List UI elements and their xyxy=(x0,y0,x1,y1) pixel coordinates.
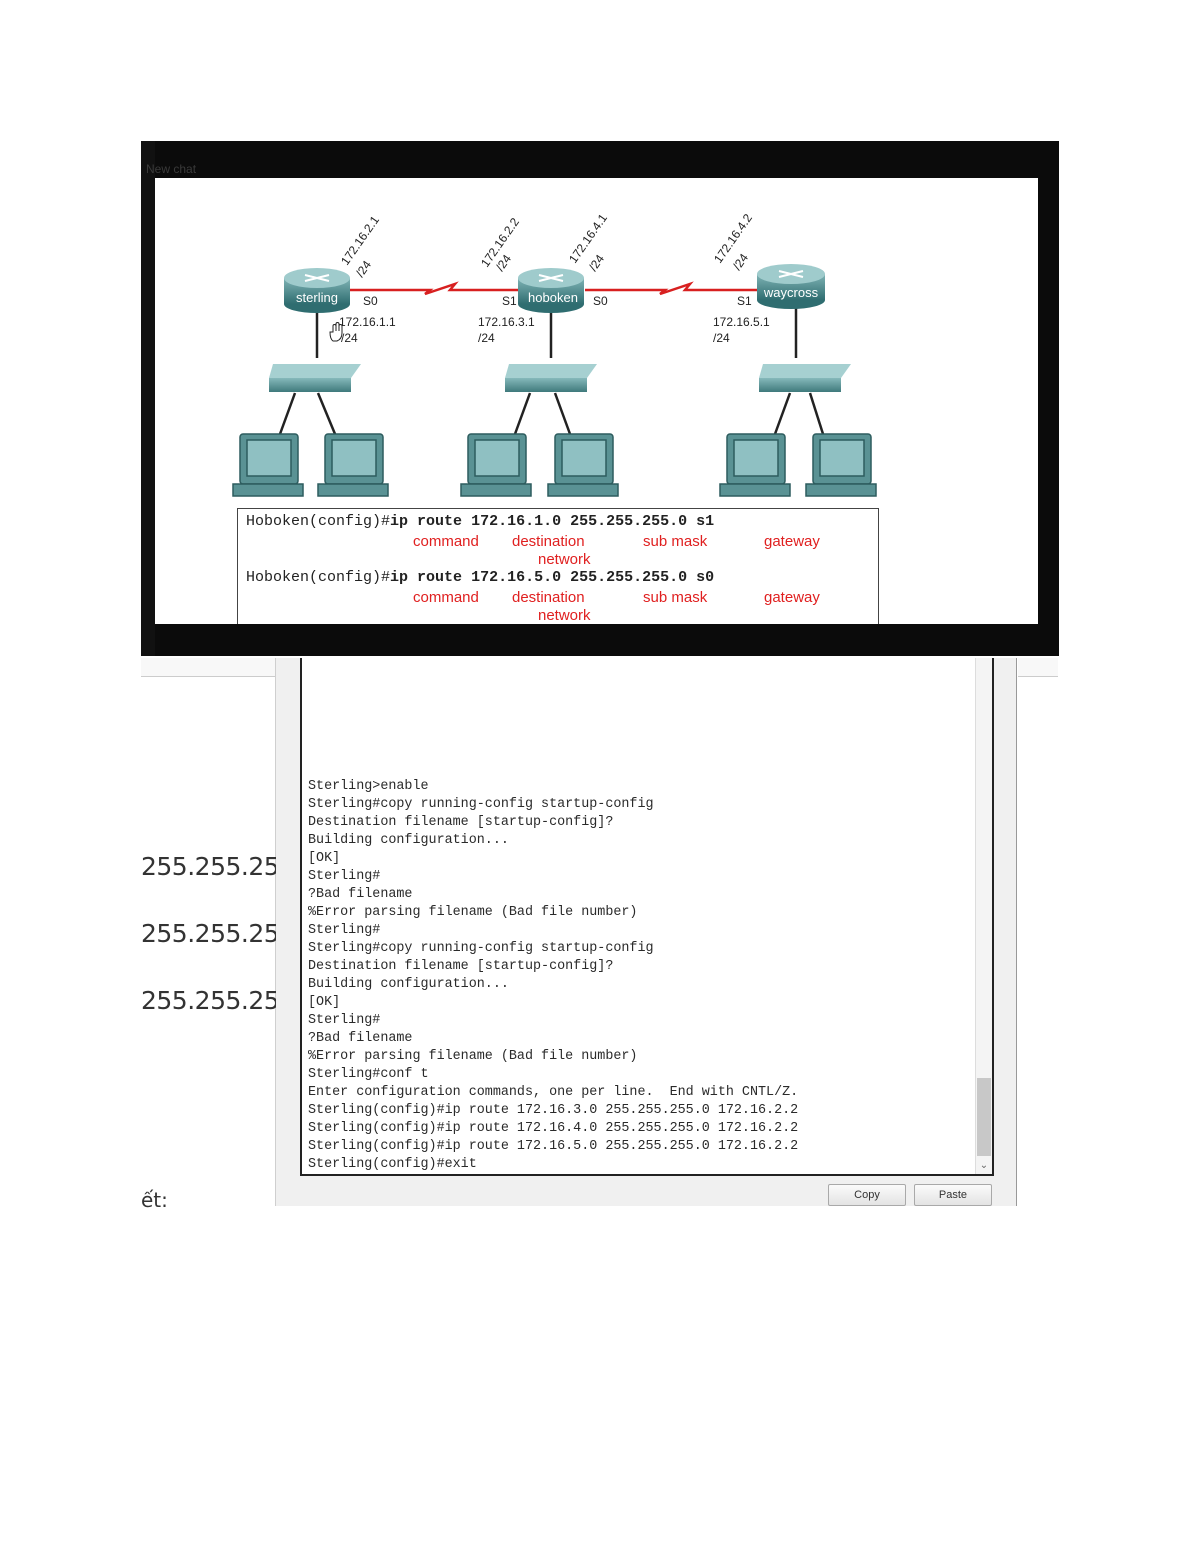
terminal-line: Destination filename [startup-config]? xyxy=(308,815,614,830)
label-command: command xyxy=(413,589,479,606)
document-ruler xyxy=(1018,658,1058,677)
switch-hoboken-icon xyxy=(505,364,597,392)
pc-icon xyxy=(460,433,532,497)
label-sub-mask: sub mask xyxy=(643,533,708,550)
serial-link-sterling-hoboken xyxy=(350,281,525,296)
terminal-line: [OK] xyxy=(308,995,341,1010)
switch-waycross-icon xyxy=(759,364,851,392)
router-name-waycross: waycross xyxy=(763,285,819,300)
document-mask-text: 255.255.25 xyxy=(141,986,280,1015)
scroll-thumb[interactable] xyxy=(977,1078,991,1156)
pc-icon xyxy=(805,433,877,497)
sterling-wan-ip: 172.16.2.1 xyxy=(338,213,382,268)
document-left-pane: 255.255.25 255.255.25 255.255.25 xyxy=(141,658,280,1206)
label-sub-mask: sub mask xyxy=(643,589,708,606)
pc-icon xyxy=(232,433,304,497)
waycross-lan-mask: /24 xyxy=(713,331,730,345)
router-name-hoboken: hoboken xyxy=(528,290,578,305)
waycross-lan-ip: 172.16.5.1 xyxy=(713,315,770,329)
label-gateway: gateway xyxy=(764,589,820,606)
document-right-pane xyxy=(1016,658,1059,1206)
copy-button[interactable]: Copy xyxy=(828,1184,906,1206)
label-command: command xyxy=(413,533,479,550)
waycross-s1-label: S1 xyxy=(737,294,752,308)
terminal-line: Sterling#conf t xyxy=(308,1067,429,1082)
sterling-lan-ip: 172.16.1.1 xyxy=(339,315,396,329)
router-name-sterling: sterling xyxy=(296,290,338,305)
terminal-line: Sterling(config)#exit xyxy=(308,1157,477,1172)
router-sterling-icon xyxy=(284,268,350,313)
document-text-fragment: ết: xyxy=(141,1188,168,1212)
pc-icon xyxy=(547,433,619,497)
network-diagram-slide: sterling hoboken waycross S0 S1 S0 S1 17… xyxy=(155,178,1038,624)
label-destination: destination xyxy=(512,533,585,550)
hoboken-wan-right-ip: 172.16.4.1 xyxy=(566,211,610,266)
pc-icon xyxy=(719,433,791,497)
terminal-line: Building configuration... xyxy=(308,833,509,848)
terminal-line: Sterling# xyxy=(308,923,381,938)
terminal-line: Building configuration... xyxy=(308,977,509,992)
terminal-line: Enter configuration commands, one per li… xyxy=(308,1085,799,1100)
scroll-down-arrow-icon[interactable]: ⌄ xyxy=(979,1160,989,1171)
hoboken-s1-label: S1 xyxy=(502,294,517,308)
label-gateway: gateway xyxy=(764,533,820,550)
serial-link-hoboken-waycross xyxy=(585,281,765,296)
pc-icon xyxy=(317,433,389,497)
terminal-line: Sterling(config)#ip route 172.16.5.0 255… xyxy=(308,1139,799,1154)
switch-sterling-icon xyxy=(269,364,361,392)
document-ruler xyxy=(141,658,275,677)
route-command-line-1: Hoboken(config)#ip route 172.16.1.0 255.… xyxy=(246,513,715,530)
terminal-line: %Error parsing filename (Bad file number… xyxy=(308,905,638,920)
waycross-wan-mask: /24 xyxy=(730,251,751,273)
route-command-box: Hoboken(config)#ip route 172.16.1.0 255.… xyxy=(237,508,879,624)
hand-cursor-icon xyxy=(329,322,343,342)
hoboken-wan-right-mask: /24 xyxy=(586,252,607,274)
terminal-line: [OK] xyxy=(308,851,341,866)
sterling-lan-mask: /24 xyxy=(341,331,358,345)
label-network: network xyxy=(538,551,591,568)
terminal-line: ?Bad filename xyxy=(308,1031,413,1046)
sterling-s0-label: S0 xyxy=(363,294,378,308)
terminal-scrollbar[interactable]: ⌄ xyxy=(975,658,992,1174)
terminal-line: Sterling>enable xyxy=(308,779,429,794)
terminal-line: Destination filename [startup-config]? xyxy=(308,959,614,974)
route-command-line-2: Hoboken(config)#ip route 172.16.5.0 255.… xyxy=(246,569,715,586)
label-destination: destination xyxy=(512,589,585,606)
terminal-line: Sterling(config)#ip route 172.16.4.0 255… xyxy=(308,1121,799,1136)
hoboken-lan-mask: /24 xyxy=(478,331,495,345)
terminal-line: Sterling# xyxy=(308,1013,381,1028)
router-hoboken-icon xyxy=(518,268,584,313)
terminal-line: Sterling# xyxy=(308,869,381,884)
terminal-line: Sterling#copy running-config startup-con… xyxy=(308,797,654,812)
paste-button[interactable]: Paste xyxy=(914,1184,992,1206)
terminal-line: Sterling#copy running-config startup-con… xyxy=(308,941,654,956)
terminal-line: Sterling(config)#ip route 172.16.3.0 255… xyxy=(308,1103,799,1118)
sidebar-ghost-text: New chat xyxy=(146,162,197,176)
sterling-wan-mask: /24 xyxy=(353,258,374,280)
hoboken-s0-label: S0 xyxy=(593,294,608,308)
terminal-line: ?Bad filename xyxy=(308,887,413,902)
network-topology: sterling hoboken waycross S0 S1 S0 S1 17… xyxy=(232,211,877,497)
document-mask-text: 255.255.25 xyxy=(141,852,280,881)
router-waycross-icon xyxy=(757,264,825,309)
terminal-line: %Error parsing filename (Bad file number… xyxy=(308,1049,638,1064)
document-mask-text: 255.255.25 xyxy=(141,919,280,948)
video-sidebar xyxy=(141,141,155,656)
hoboken-lan-ip: 172.16.3.1 xyxy=(478,315,535,329)
label-network: network xyxy=(538,607,591,624)
